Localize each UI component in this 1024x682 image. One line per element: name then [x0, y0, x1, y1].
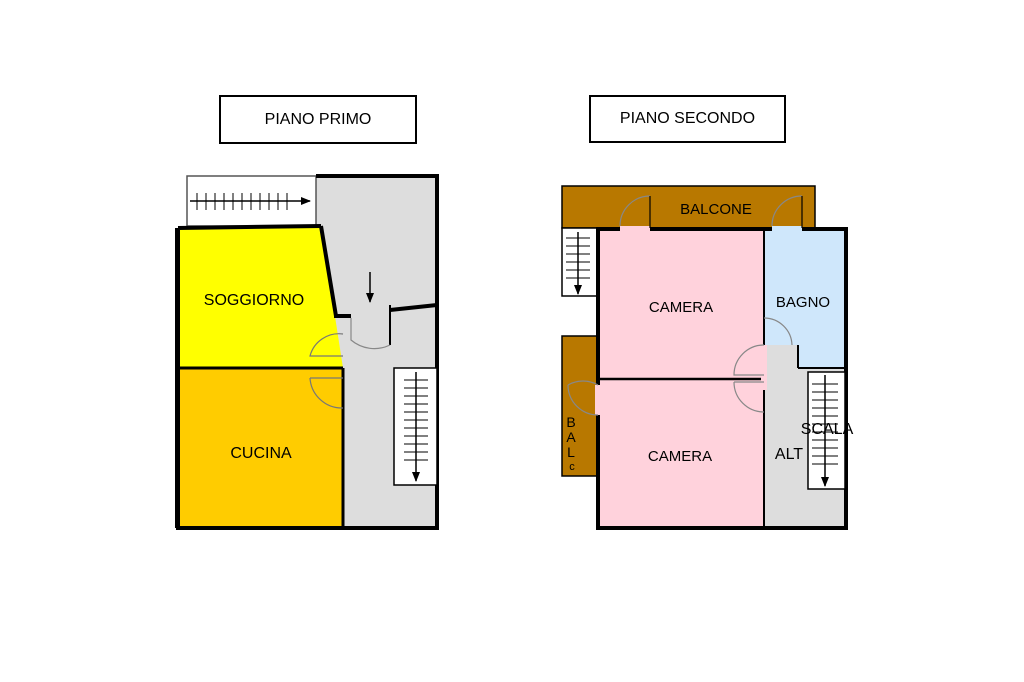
door-balcone-left [619, 195, 651, 227]
label-camera-bottom: CAMERA [648, 448, 712, 465]
door-camera-hall [733, 344, 765, 376]
room-camera-top [599, 229, 764, 379]
wall-diagonal [319, 225, 338, 317]
label-alt: ALT [775, 446, 803, 463]
opening-balc-side [595, 385, 601, 415]
label-balc-a: A [566, 429, 576, 445]
room-bagno [764, 229, 845, 368]
label-balc-c: c [569, 461, 575, 473]
door-balc-side-2 [567, 384, 599, 416]
label-balc-b: B [566, 414, 575, 430]
label-balc-l: L [567, 444, 575, 460]
opening-camera [620, 226, 650, 232]
door-corridor [350, 318, 391, 350]
room-soggiorno [178, 226, 343, 368]
piano-secondo-title: PIANO SECONDO [589, 95, 786, 143]
label-camera-top: CAMERA [649, 299, 713, 316]
label-cucina: CUCINA [230, 445, 292, 462]
label-soggiorno: SOGGIORNO [204, 292, 304, 309]
door-bagno [763, 317, 793, 346]
room-balc-side [561, 335, 599, 477]
door-soggiorno [309, 333, 344, 357]
opening-bagno [772, 226, 802, 232]
door-cucina [309, 377, 344, 409]
wall-interior-right [389, 303, 438, 312]
label-scala: SCALA [801, 421, 854, 438]
floor-plan-piano-secondo: BALCONE CAMERA BAGNO CAMERA SCALA ALT B … [561, 185, 854, 530]
door-camera-bottom [733, 381, 765, 413]
door-balcone-right [771, 195, 803, 227]
label-bagno: BAGNO [776, 294, 830, 311]
door-balc-side [567, 380, 599, 386]
floor-plan-piano-primo: SOGGIORNO CUCINA [175, 174, 439, 530]
wall-outline-p1 [176, 174, 439, 530]
piano-primo-title: PIANO PRIMO [219, 95, 417, 144]
opening-camera-hall [761, 345, 767, 390]
room-camera-bottom [599, 379, 764, 527]
label-balcone: BALCONE [680, 201, 752, 218]
